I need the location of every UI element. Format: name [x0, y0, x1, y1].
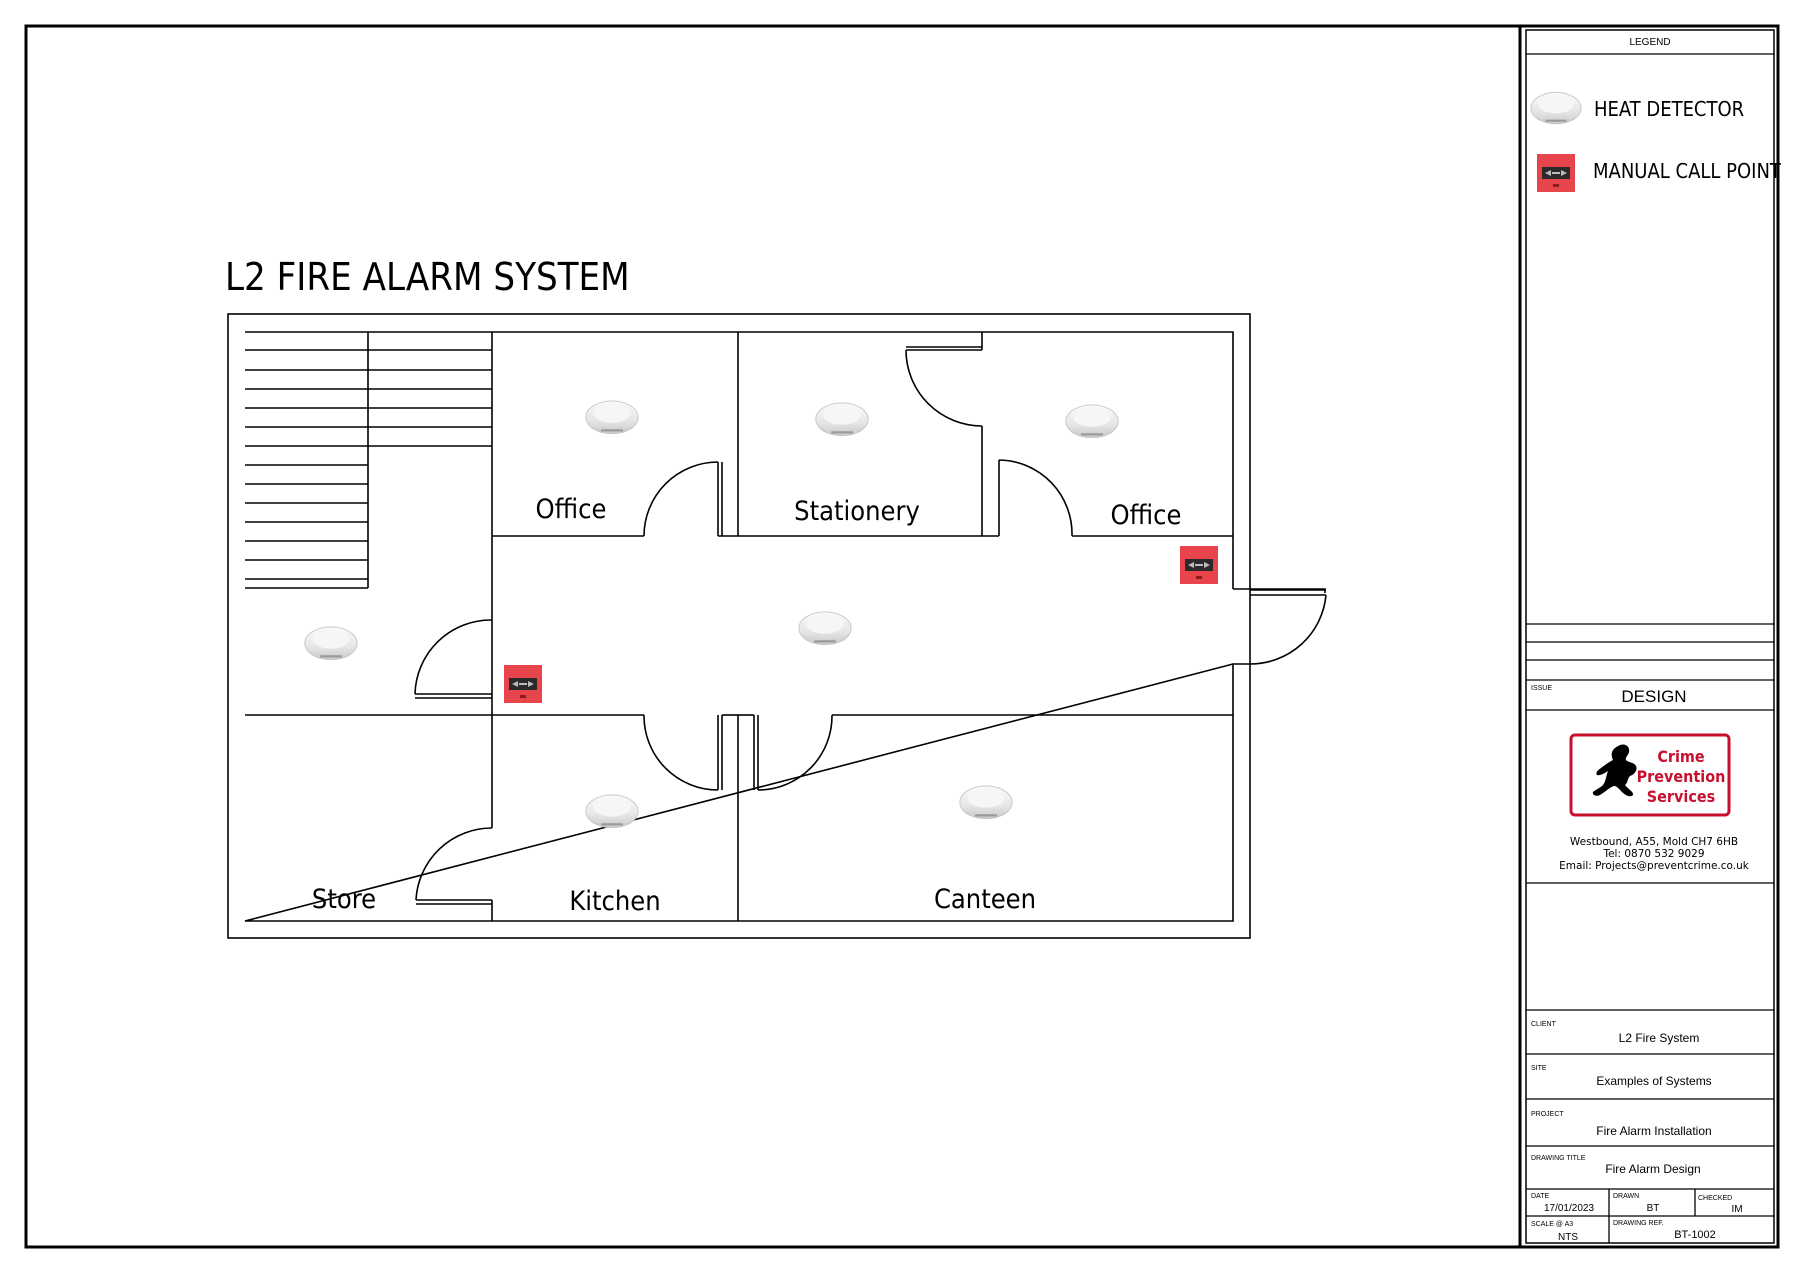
- sheet-border: [24, 24, 1780, 1249]
- client-value: L2 Fire System: [1619, 1031, 1700, 1045]
- date-label: DATE: [1531, 1193, 1549, 1200]
- site-value: Examples of Systems: [1596, 1074, 1711, 1088]
- company-email: Email: Projects@preventcrime.co.uk: [1559, 860, 1750, 872]
- drawing-ref-value: BT-1002: [1674, 1229, 1716, 1241]
- room-label-office-right: Office: [1111, 500, 1182, 531]
- scale-label: SCALE @ A3: [1531, 1221, 1573, 1228]
- checked-value: IM: [1731, 1204, 1742, 1215]
- legend-manual-call-point-label: MANUAL CALL POINT: [1593, 159, 1782, 183]
- heat-detector-icon: [585, 400, 639, 435]
- room-label-stationery: Stationery: [794, 496, 920, 527]
- company-address: Westbound, A55, Mold CH7 6HB: [1570, 836, 1738, 848]
- client-label: CLIENT: [1531, 1021, 1557, 1028]
- room-label-store: Store: [312, 884, 376, 915]
- logo-line-3: Services: [1647, 787, 1715, 806]
- entrance-door-swing: [1249, 594, 1327, 665]
- heat-detector-icon: [1530, 91, 1582, 125]
- drawing-ref-label: DRAWING REF.: [1613, 1220, 1664, 1227]
- drawing-title-value: Fire Alarm Design: [1605, 1162, 1700, 1176]
- floor-plan: [227, 313, 1327, 939]
- heat-detector-icon: [1065, 404, 1119, 439]
- heat-detector-icon: [585, 794, 639, 829]
- drawing-title: L2 FIRE ALARM SYSTEM: [225, 255, 630, 299]
- project-label: PROJECT: [1531, 1111, 1564, 1118]
- outer-wall: [227, 313, 1251, 939]
- date-value: 17/01/2023: [1544, 1203, 1594, 1214]
- room-label-canteen: Canteen: [934, 884, 1036, 915]
- issue-value: DESIGN: [1621, 687, 1686, 706]
- logo-line-2: Prevention: [1637, 767, 1726, 786]
- room-label-office-left: Office: [536, 494, 607, 525]
- site-label: SITE: [1531, 1065, 1547, 1072]
- drawn-label: DRAWN: [1613, 1193, 1639, 1200]
- room-label-kitchen: Kitchen: [569, 886, 660, 917]
- issue-label: ISSUE: [1531, 685, 1552, 692]
- scale-value: NTS: [1558, 1232, 1578, 1243]
- heat-detector-icon: [815, 402, 869, 437]
- inner-wall: [244, 331, 1234, 922]
- entrance-door-leaf: [1250, 589, 1326, 596]
- manual-call-point-icon: [504, 665, 542, 703]
- logo-line-1: Crime: [1657, 747, 1705, 766]
- heat-detector-icon: [304, 626, 358, 661]
- drawing-title-label: DRAWING TITLE: [1531, 1155, 1586, 1162]
- checked-label: CHECKED: [1698, 1195, 1732, 1202]
- staircase: [245, 332, 492, 589]
- company-logo: Crime Prevention Services: [1569, 733, 1731, 817]
- heat-detector-icon: [798, 611, 852, 646]
- title-block-border: [1525, 29, 1775, 1244]
- manual-call-point-icon: [1180, 546, 1218, 584]
- manual-call-point-icon: [1537, 154, 1575, 192]
- legend-heading: LEGEND: [1629, 37, 1670, 48]
- drawn-value: BT: [1647, 1203, 1660, 1214]
- project-value: Fire Alarm Installation: [1596, 1124, 1711, 1138]
- title-block-grid: [1526, 53, 1774, 1243]
- company-tel: Tel: 0870 532 9029: [1602, 848, 1704, 860]
- legend-heat-detector-label: HEAT DETECTOR: [1594, 97, 1744, 121]
- heat-detector-icon: [959, 785, 1013, 820]
